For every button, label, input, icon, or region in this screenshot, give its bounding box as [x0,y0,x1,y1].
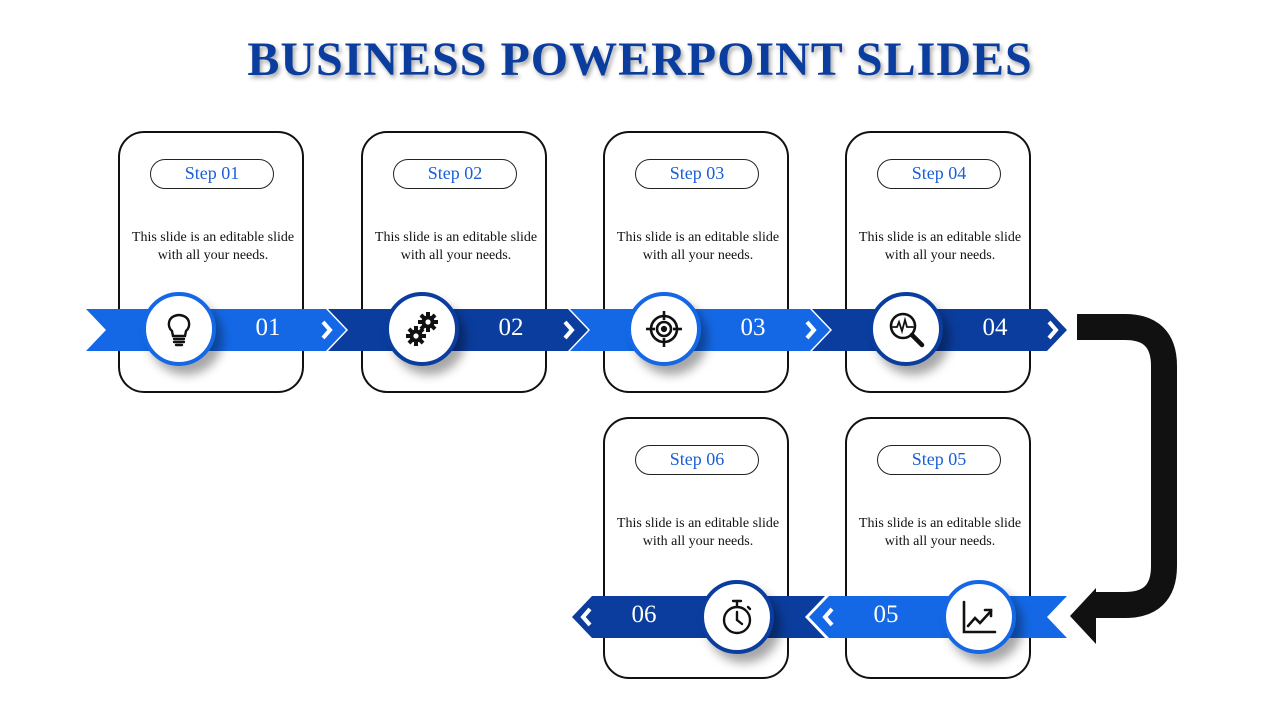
slide-title: BUSINESS POWERPOINT SLIDES [247,33,1033,86]
step-description-1: This slide is an editable slide with all… [131,230,295,263]
step-description-3: This slide is an editable slide with all… [616,230,780,263]
chevron-right-icon [1047,320,1059,340]
step-number-6: 06 [631,601,657,628]
icon-circle-3 [627,292,701,366]
gears-icon [406,312,438,346]
target-icon [646,311,682,347]
stopwatch-icon [722,599,752,635]
icon-circle-5 [942,580,1016,654]
chevron-right-icon [563,320,575,340]
step-label-2: Step 02 [393,159,517,189]
step-description-6: This slide is an editable slide with all… [616,516,780,549]
icon-circle-2 [385,292,459,366]
step-label-6: Step 06 [635,445,759,475]
connector-arrow [1077,314,1177,618]
step-description-5: This slide is an editable slide with all… [858,516,1022,549]
lightbulb-icon [167,313,191,347]
step-label-3: Step 03 [635,159,759,189]
magnifier-pulse-icon [889,312,925,348]
step-label-5: Step 05 [877,445,1001,475]
step-number-2: 02 [498,314,524,341]
chevron-left-icon [580,607,592,627]
step-description-4: This slide is an editable slide with all… [858,230,1022,263]
icon-circle-4 [869,292,943,366]
arrow-band-6 [572,596,825,638]
chevron-right-icon [805,320,817,340]
arrow-band-1 [86,309,346,351]
step-number-4: 04 [982,314,1008,341]
growth-chart-icon [962,600,997,634]
arrow-band-5 [809,596,1067,638]
icon-circle-6 [700,580,774,654]
chevron-right-icon [321,320,333,340]
connector-arrowhead [1070,588,1096,644]
step-number-1: 01 [255,314,281,341]
step-description-2: This slide is an editable slide with all… [374,230,538,263]
step-number-3: 03 [740,314,766,341]
icon-circle-1 [142,292,216,366]
step-number-5: 05 [873,601,899,628]
step-label-1: Step 01 [150,159,274,189]
step-label-4: Step 04 [877,159,1001,189]
chevron-left-icon [822,607,834,627]
